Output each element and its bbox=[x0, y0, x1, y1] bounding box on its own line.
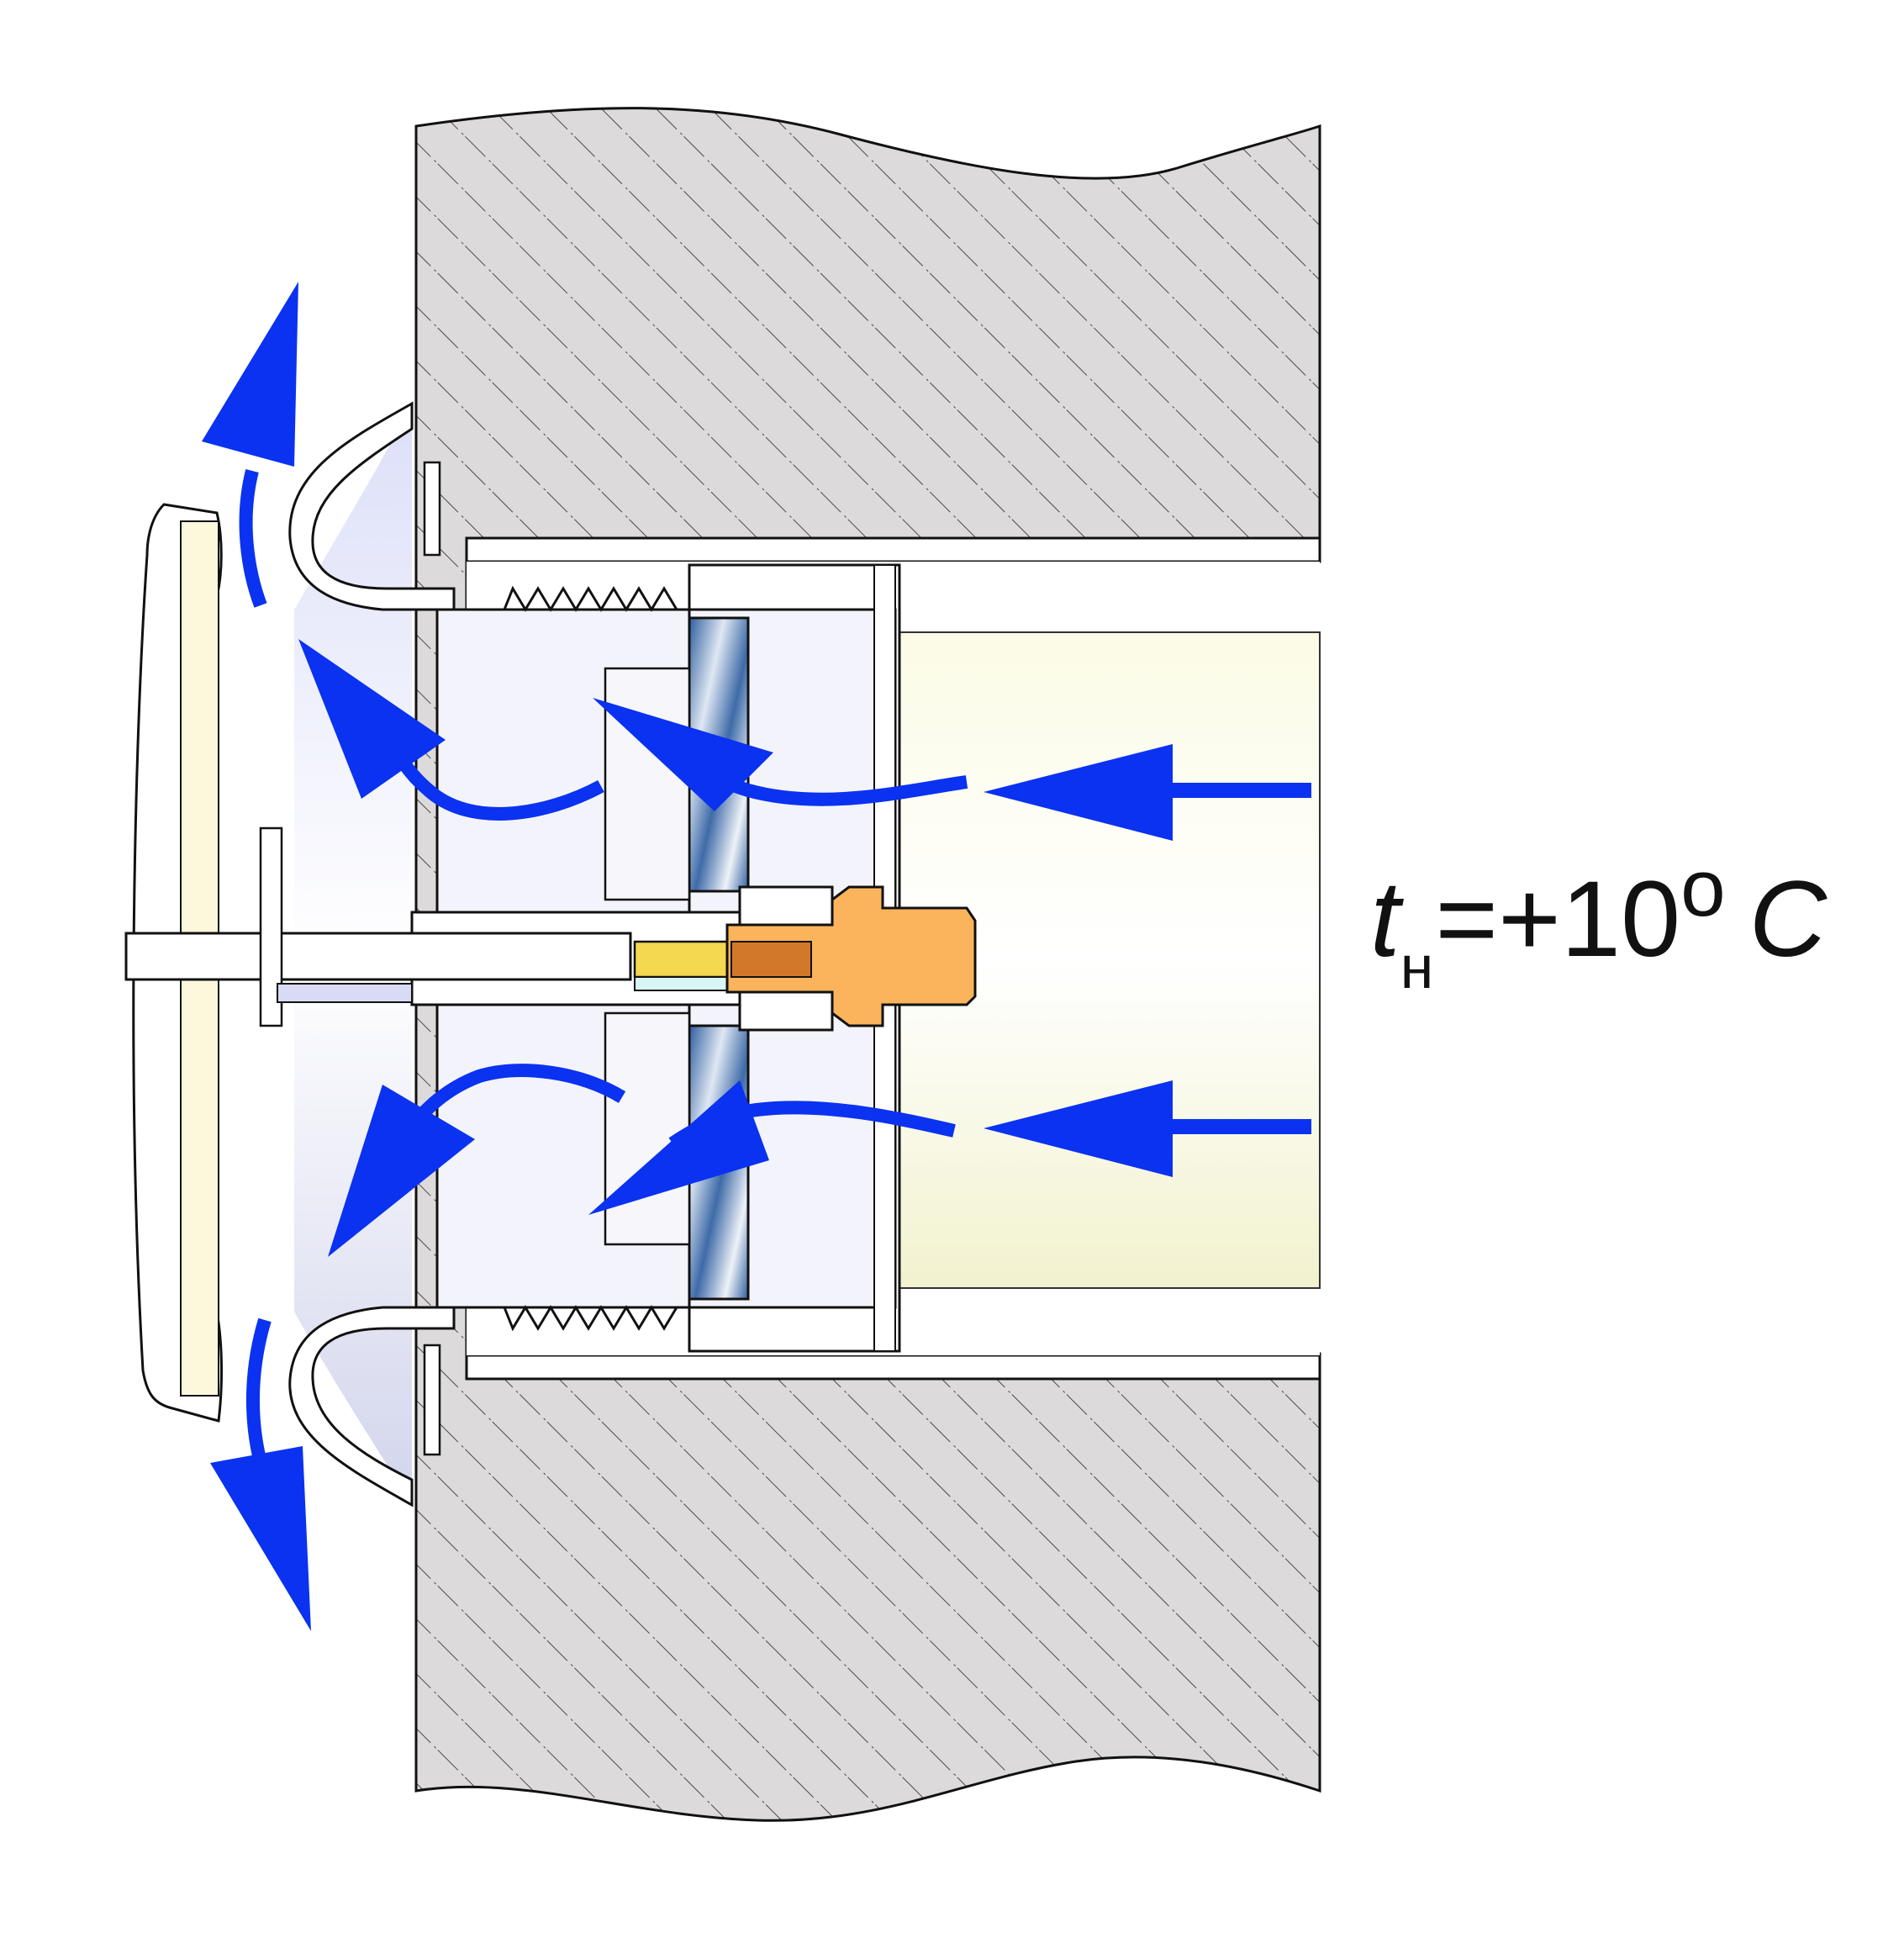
spindle-rod bbox=[124, 932, 632, 981]
wall-sleeve-lower bbox=[465, 1354, 1321, 1381]
airflow-arrow-inlet-lower-head bbox=[984, 1080, 1173, 1177]
thread-top bbox=[503, 585, 678, 612]
thread-bottom bbox=[503, 1305, 678, 1332]
airflow-arrow-inlet-upper-head bbox=[984, 744, 1173, 841]
temperature-subscript: н bbox=[1400, 934, 1434, 1001]
brass-insert-cap bbox=[634, 976, 728, 991]
airflow-arrow-filter-upper-head bbox=[593, 698, 773, 811]
diffuser-upper-lip bbox=[288, 401, 456, 611]
airflow-arrow-exit-bottom-head bbox=[210, 1446, 311, 1631]
wall-sleeve-upper bbox=[465, 536, 1321, 563]
airflow-arrows bbox=[202, 282, 1311, 1631]
flange-top bbox=[423, 461, 441, 557]
brass-insert bbox=[633, 940, 729, 979]
airflow-arrow-filter-lower-head bbox=[588, 1080, 769, 1215]
ring-bracket-lower bbox=[604, 1011, 691, 1246]
airflow-arrow-bend-lower-head bbox=[328, 1085, 475, 1257]
temperature-value: =+10 bbox=[1435, 859, 1681, 980]
flange-bottom bbox=[423, 1344, 441, 1456]
airflow-arrow-exit-bottom bbox=[245, 1317, 272, 1465]
temperature-variable: t bbox=[1370, 859, 1400, 980]
airflow-arrow-bend-upper-head bbox=[298, 639, 446, 799]
spindle-rod-tint bbox=[277, 983, 413, 1003]
airflow-arrow-exit-top-head bbox=[202, 282, 298, 467]
temperature-unit: C bbox=[1748, 859, 1828, 980]
airflow-arrow-exit-top bbox=[239, 469, 267, 608]
copper-insert bbox=[730, 941, 812, 978]
ring-bracket-upper bbox=[604, 667, 691, 901]
airflow-arrow-bend-lower bbox=[402, 1064, 626, 1135]
diffuser-lower-lip bbox=[288, 1306, 456, 1508]
degree-symbol: o bbox=[1680, 843, 1726, 933]
spindle-nut bbox=[725, 885, 977, 1027]
